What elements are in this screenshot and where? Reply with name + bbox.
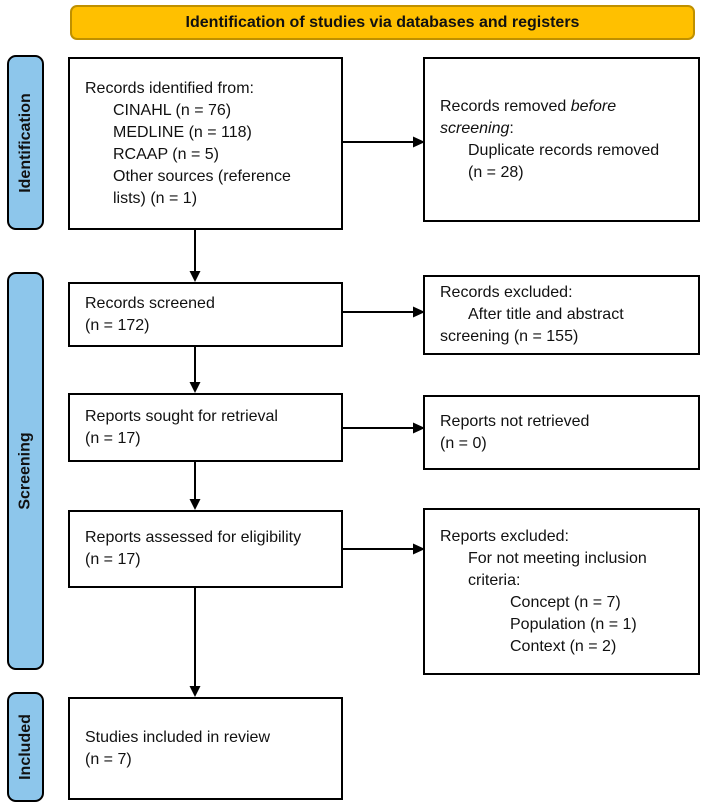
- box-records-screened: Records screened (n = 172): [68, 282, 343, 347]
- arrow-assessed-to-included: [189, 588, 201, 697]
- box-line: Reports not retrieved: [440, 412, 590, 430]
- box-line: Other sources (reference: [113, 167, 291, 185]
- box-records-identified: Records identified from: CINAHL (n = 76)…: [68, 57, 343, 230]
- box-reports-not-retrieved: Reports not retrieved (n = 0): [423, 395, 700, 470]
- box-line: MEDLINE (n = 118): [113, 123, 252, 141]
- box-records-removed-before-screening: Records removed before screening: Duplic…: [423, 57, 700, 222]
- stage-label-text: Screening: [16, 432, 34, 510]
- arrow-screened-to-sought: [189, 347, 201, 393]
- box-line-italic-text: before: [570, 97, 617, 115]
- arrow-identified-to-screened: [189, 230, 201, 282]
- stage-label-text: Identification: [16, 92, 34, 193]
- arrow-identified-to-removed: [343, 136, 425, 148]
- box-line: RCAAP (n = 5): [113, 145, 219, 163]
- box-reports-assessed: Reports assessed for eligibility (n = 17…: [68, 510, 343, 588]
- box-line: Records removed before: [440, 96, 690, 118]
- box-line: Records excluded:: [440, 284, 573, 301]
- box-line: criteria:: [468, 571, 521, 589]
- arrow-sought-to-not-retrieved: [343, 422, 425, 434]
- stage-label-identification: Identification: [7, 55, 44, 230]
- box-line: Duplicate records removed: [468, 141, 660, 159]
- stage-label-included: Included: [7, 692, 44, 802]
- box-line: Concept (n = 7): [510, 593, 621, 611]
- box-line: screening:: [440, 118, 690, 140]
- box-line: Reports excluded:: [440, 527, 569, 545]
- box-line: (n = 0): [440, 434, 487, 452]
- box-line: Records screened: [85, 294, 215, 312]
- box-line: Studies included in review: [85, 728, 270, 746]
- diagram-title-banner: Identification of studies via databases …: [70, 5, 695, 40]
- box-line: After title and abstract: [468, 306, 624, 323]
- box-line: Context (n = 2): [510, 637, 617, 655]
- box-line: Records identified from:: [85, 79, 254, 97]
- box-line-text: Records removed: [440, 97, 571, 115]
- diagram-title: Identification of studies via databases …: [185, 13, 580, 31]
- arrow-assessed-to-excluded: [343, 543, 425, 555]
- box-line: Reports sought for retrieval: [85, 407, 278, 425]
- box-line-italic-text: screening: [440, 119, 510, 137]
- box-line: Population (n = 1): [510, 615, 637, 633]
- box-line: (n = 17): [85, 429, 141, 447]
- box-line: CINAHL (n = 76): [113, 101, 232, 119]
- box-studies-included: Studies included in review (n = 7): [68, 697, 343, 800]
- box-line: (n = 7): [85, 750, 132, 768]
- box-line: Reports assessed for eligibility: [85, 529, 302, 546]
- arrow-screened-to-excluded: [343, 306, 425, 318]
- box-reports-sought: Reports sought for retrieval (n = 17): [68, 393, 343, 462]
- arrow-sought-to-assessed: [189, 462, 201, 510]
- stage-label-text: Included: [16, 714, 34, 780]
- box-records-excluded: Records excluded: After title and abstra…: [423, 275, 700, 355]
- box-line: (n = 28): [468, 163, 524, 181]
- box-line-text: :: [509, 119, 514, 137]
- box-line: screening (n = 155): [440, 328, 579, 345]
- box-line: (n = 17): [85, 551, 141, 568]
- box-reports-excluded: Reports excluded: For not meeting inclus…: [423, 508, 700, 675]
- box-line: For not meeting inclusion: [468, 549, 647, 567]
- box-line: lists) (n = 1): [113, 189, 198, 207]
- stage-label-screening: Screening: [7, 272, 44, 670]
- box-line: (n = 172): [85, 316, 150, 334]
